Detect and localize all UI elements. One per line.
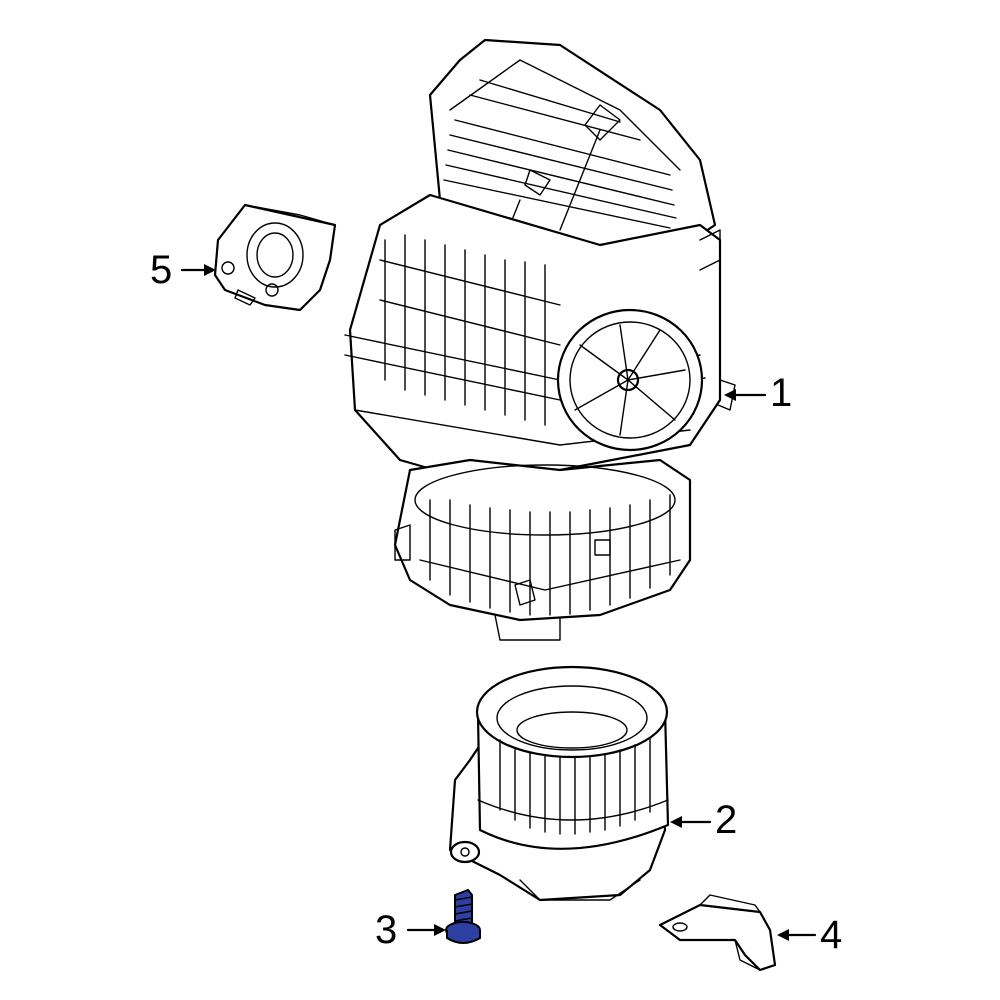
leader-arrow-4 [777, 929, 817, 941]
leader-arrow-5 [180, 264, 216, 276]
part-5-actuator[interactable] [213, 203, 337, 312]
part-1-blower-housing[interactable] [344, 38, 736, 641]
callout-5[interactable]: 5 [150, 248, 173, 292]
part-3-screw[interactable] [445, 888, 481, 944]
leader-arrow-3 [406, 924, 446, 936]
leader-arrow-2 [670, 816, 712, 828]
callout-4[interactable]: 4 [820, 913, 843, 957]
part-4-bracket[interactable] [658, 894, 777, 972]
part-2-blower-motor[interactable] [448, 665, 670, 902]
callout-1[interactable]: 1 [770, 371, 793, 415]
callout-3[interactable]: 3 [375, 908, 398, 952]
leader-arrow-1 [724, 389, 767, 401]
callout-2[interactable]: 2 [715, 798, 738, 842]
